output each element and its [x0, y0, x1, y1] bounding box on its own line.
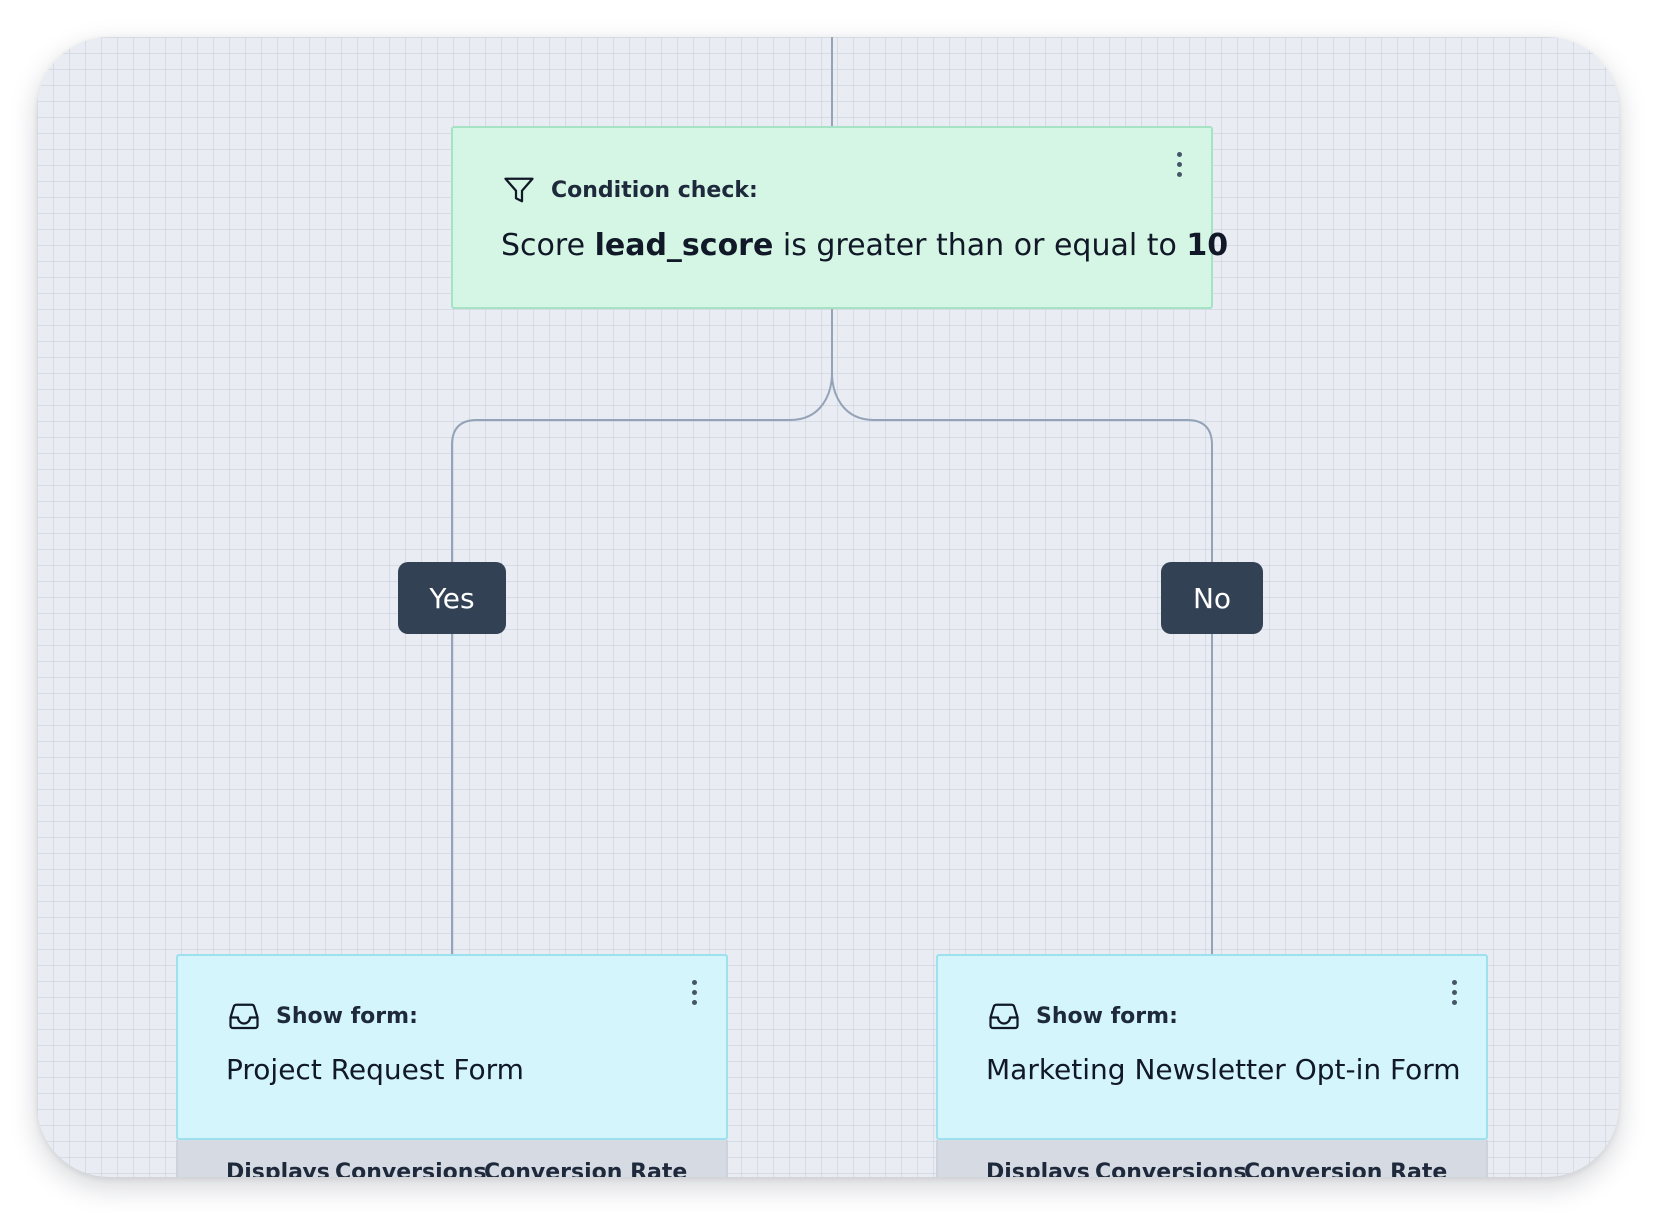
- stats-header-conversions: Conversions: [335, 1160, 487, 1177]
- stats-header-conversion-rate: Conversion Rate: [1244, 1160, 1448, 1177]
- connector-lines: [451, 37, 1213, 954]
- form-name: Project Request Form: [226, 1053, 524, 1086]
- form-node-yes[interactable]: Show form: Project Request Form: [176, 954, 728, 1140]
- condition-node-header: Condition check:: [501, 172, 758, 208]
- condition-node-title: Condition check:: [551, 177, 758, 203]
- form-node-title: Show form:: [1036, 1003, 1178, 1029]
- stats-header-conversions: Conversions: [1095, 1160, 1247, 1177]
- form-node-header: Show form:: [986, 998, 1178, 1034]
- inbox-icon: [989, 1003, 1019, 1030]
- form-node-header: Show form:: [226, 998, 418, 1034]
- condition-field: lead_score: [594, 228, 774, 263]
- condition-node[interactable]: Condition check: Score lead_score is gre…: [451, 126, 1228, 309]
- connector-yes-branch: [451, 309, 833, 954]
- more-vertical-icon[interactable]: [680, 974, 708, 1010]
- condition-expression: Score lead_score is greater than or equa…: [501, 228, 1228, 263]
- form-node-title: Show form:: [276, 1003, 418, 1029]
- stats-header-conversion-rate: Conversion Rate: [484, 1160, 688, 1177]
- condition-operator: is greater than or equal to: [782, 228, 1177, 263]
- stats-header-displays: Displays: [986, 1160, 1090, 1177]
- branch-label-no[interactable]: No: [1161, 562, 1263, 634]
- form-node-no[interactable]: Show form: Marketing Newsletter Opt-in F…: [936, 954, 1488, 1140]
- funnel-icon: [504, 177, 534, 203]
- connector-no-branch: [831, 309, 1213, 954]
- form-stats-bar: Displays Conversions Conversion Rate: [176, 1140, 728, 1177]
- inbox-icon: [229, 1003, 259, 1030]
- stats-header-displays: Displays: [226, 1160, 330, 1177]
- condition-prefix: Score: [501, 228, 586, 263]
- form-name: Marketing Newsletter Opt-in Form: [986, 1053, 1461, 1086]
- more-vertical-icon[interactable]: [1165, 146, 1193, 182]
- flow-canvas[interactable]: Condition check: Score lead_score is gre…: [37, 37, 1619, 1177]
- branch-label-yes[interactable]: Yes: [398, 562, 506, 634]
- form-stats-bar: Displays Conversions Conversion Rate: [936, 1140, 1488, 1177]
- more-vertical-icon[interactable]: [1440, 974, 1468, 1010]
- condition-value: 10: [1186, 228, 1229, 263]
